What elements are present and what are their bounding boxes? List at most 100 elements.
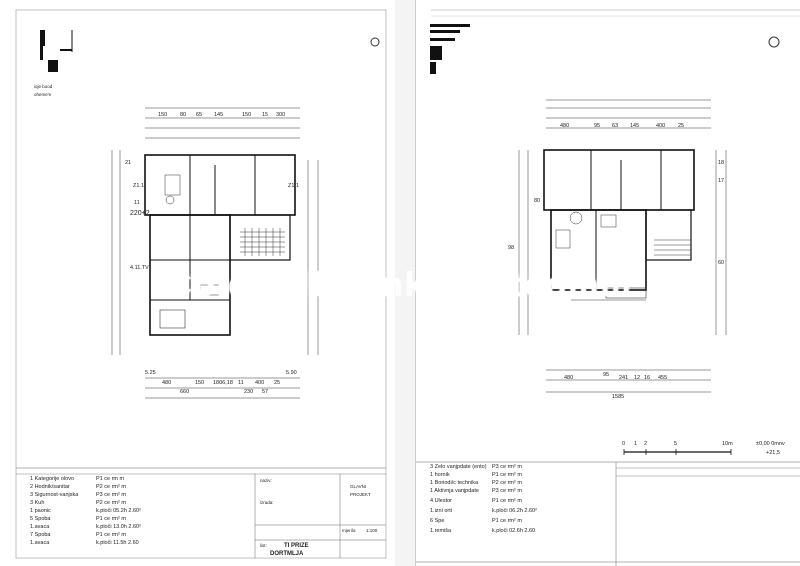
table-row: 3 Kuh: [30, 500, 45, 506]
dimension-label: 455: [658, 375, 668, 381]
dimension-label: 17: [718, 178, 725, 184]
table-cell: P3 ce rm² m: [492, 464, 522, 470]
floor-plan-left: [15, 9, 387, 559]
table-row: 1 hornik: [430, 472, 450, 478]
dimension-label: 5.90: [286, 370, 297, 376]
elevation-label: +21,5: [766, 450, 780, 456]
dimension-label: 25: [274, 380, 281, 386]
dimension-label: 57: [262, 389, 269, 395]
drawing-sheet-right: 480 95 63 145 400 25 80 98 18 60 17 480 …: [415, 0, 800, 566]
corner-label: ioje bood: [34, 84, 53, 89]
dimension-label: 18: [718, 160, 725, 166]
scale-value: 1:100: [366, 528, 378, 533]
axis-label: 4.11.TV: [130, 265, 149, 271]
table-row: 1 Boriodi/c technika: [430, 480, 478, 486]
dimension-label: 400: [656, 123, 666, 129]
dimension-label: 95: [603, 372, 610, 378]
table-row: 1.izni orti: [430, 508, 453, 514]
table-cell: P3 ce rm² m: [96, 492, 126, 498]
table-row: 7 Spoba: [30, 532, 51, 538]
table-row: 4 Ulestor: [430, 498, 453, 504]
table-cell: P1 ce rm² m: [492, 498, 522, 504]
table-cell: P2 ce rm² m: [96, 484, 126, 490]
dimension-label: 60: [718, 260, 725, 266]
scale-bar-label: 5: [674, 441, 678, 447]
table-row: 6 Spe: [430, 518, 445, 524]
dimension-label: 150: [158, 112, 168, 118]
scale-bar-label: 2: [644, 441, 648, 447]
table-cell: P3 ce rm² m: [492, 488, 522, 494]
dimension-label: 25: [678, 123, 685, 129]
table-row: 1.remiša: [430, 528, 452, 534]
dimension-label: 63: [612, 123, 619, 129]
table-cell: P1 ce rm m: [96, 476, 125, 482]
table-row: 1 paonic: [30, 508, 51, 514]
axis-label: Z1.1: [288, 183, 300, 189]
table-cell: k.ploči 06.2h 2.60²: [492, 508, 537, 514]
dimension-label: 241: [619, 375, 629, 381]
dimension-label: 21: [125, 160, 132, 166]
corner-label: oheme'e: [34, 92, 52, 97]
table-cell: k.ploči 02.6h 2.60: [492, 528, 536, 534]
table-cell: k.ploči 05.2h 2.60²: [96, 508, 141, 514]
table-cell: P2 ce rm² m: [492, 480, 522, 486]
dimension-label: 660: [180, 389, 190, 395]
sheet-title: TI PRIZE: [284, 543, 309, 549]
title-block-label: naziv:: [260, 478, 272, 483]
sheet-gap: [395, 0, 415, 566]
dimension-label: 145: [630, 123, 640, 129]
dimension-label: 400: [255, 380, 265, 386]
room-label: 220+2: [130, 210, 150, 217]
dimension-label: 5.25: [145, 370, 156, 376]
dimension-label: 480: [564, 375, 574, 381]
table-cell: P1 ce rm² m: [96, 532, 126, 538]
dimension-label: 230: [244, 389, 254, 395]
table-cell: P1 ce rm² m: [492, 518, 522, 524]
scale-bar-label: 10m: [722, 441, 733, 447]
dimension-label: 1585: [612, 394, 625, 400]
watermark: Coldwell Banker Hitcomm: [167, 266, 633, 304]
elevation-label: ±0,00 0mnv: [756, 441, 785, 447]
drawing-sheet-left: ioje bood oheme'e 150 80 65 145 150 15 3…: [0, 0, 396, 566]
table-row: 5 Spoba: [30, 516, 51, 522]
table-cell: k.ploči 13.0h 2.60²: [96, 524, 141, 530]
dimension-label: 480: [560, 123, 570, 129]
table-row: 1 Kategorije olovo: [30, 476, 75, 482]
table-row: 1 Aktivnja vanjpdate: [430, 488, 479, 494]
sheet-subtitle: DORTMLJA: [270, 551, 304, 557]
floor-plan-right: [416, 9, 800, 566]
dimension-label: 300: [276, 112, 286, 118]
title-block-label: izrada:: [260, 500, 274, 505]
dimension-label: 15: [262, 112, 269, 118]
table-cell: P2 ce rm² m: [96, 500, 126, 506]
scale-bar-label: 1: [634, 441, 638, 447]
dimension-label: 16: [644, 375, 651, 381]
dimension-label: 150: [242, 112, 252, 118]
table-row: 1.avaca: [30, 524, 50, 530]
dimension-label: 12: [634, 375, 641, 381]
table-row: 3 Sigurnost-vanjska: [30, 492, 79, 498]
dimension-label: 98: [508, 245, 515, 251]
title-block-value: PROJEKT: [350, 492, 371, 497]
scale-bar-label: 0: [622, 441, 626, 447]
table-row: 3 Zelo vanjpdate (ento): [430, 464, 487, 470]
dimension-label: 11: [238, 380, 244, 386]
dimension-label: 145: [214, 112, 224, 118]
table-row: 2 Hodnik/sanitar: [30, 484, 70, 490]
dimension-label: 1806,18: [213, 380, 233, 386]
dimension-label: 80: [534, 198, 541, 204]
dimension-label: 95: [594, 123, 601, 129]
title-block-value: GLAVNI: [350, 484, 367, 489]
dimension-label: 150: [195, 380, 205, 386]
table-cell: k.ploči 11.5h 2.60: [96, 540, 139, 546]
axis-label: 11: [134, 200, 140, 206]
table-cell: P1 ce rm² m: [96, 516, 126, 522]
title-block-label: mjerilo:: [342, 528, 357, 533]
table-row: 1.avaca: [30, 540, 50, 546]
axis-label: Z1.1: [133, 183, 145, 189]
dimension-label: 65: [196, 112, 203, 118]
dimension-label: 480: [162, 380, 172, 386]
table-cell: P1 ce rm² m: [492, 472, 522, 478]
title-block-label: list:: [260, 543, 267, 548]
dimension-label: 80: [180, 112, 187, 118]
